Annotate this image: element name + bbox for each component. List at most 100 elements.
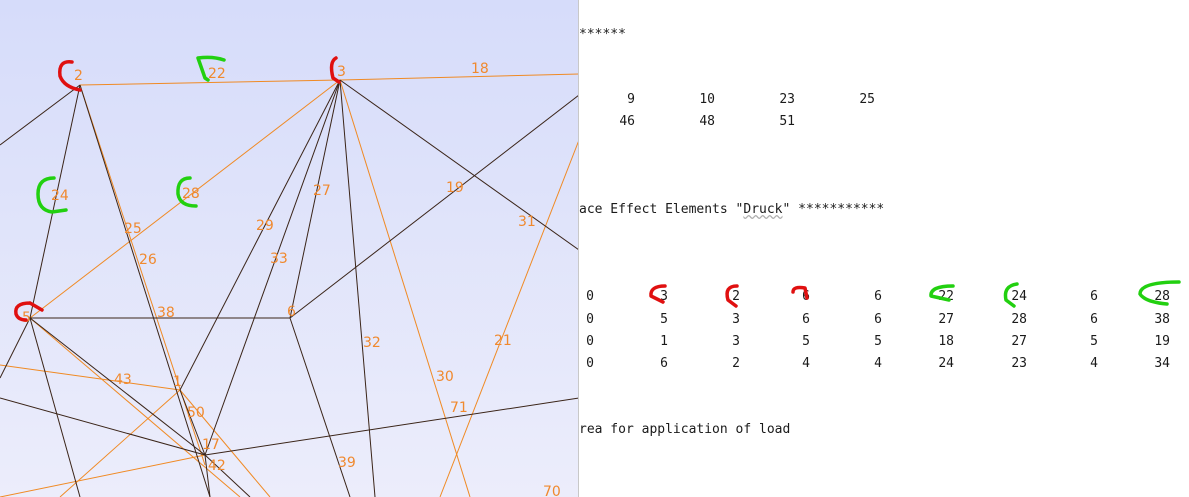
node-label: 29 (256, 218, 274, 234)
mesh-edge (179, 79, 341, 391)
table-cell: 3 (732, 334, 740, 349)
node-label: 17 (202, 437, 220, 453)
number-cell: 51 (779, 114, 795, 129)
table-cell: 28 (1154, 289, 1170, 304)
node-label: 26 (139, 252, 157, 268)
table-cell: 2 (732, 356, 740, 371)
node-label: 24 (51, 188, 69, 204)
pane-divider[interactable] (578, 0, 579, 497)
mesh-edge (179, 389, 271, 497)
table-cell: 5 (660, 312, 668, 327)
green-marker (36, 176, 68, 214)
node-label: 2 (74, 68, 83, 84)
mesh-edge (204, 454, 211, 497)
mesh-edge (339, 79, 471, 497)
table-cell: 23 (1011, 356, 1027, 371)
mesh-edge (0, 454, 206, 497)
mesh-edge (59, 389, 181, 497)
table-cell: 3 (732, 312, 740, 327)
number-cell: 46 (619, 114, 635, 129)
section-title: ace Effect Elements "Druck" *********** (579, 201, 884, 219)
node-label: 32 (363, 335, 381, 351)
node-label: 19 (446, 180, 464, 196)
red-marker (329, 56, 341, 84)
table-cell: 24 (938, 356, 954, 371)
table-cell: 0 (586, 334, 594, 349)
mesh-edge (29, 79, 341, 319)
node-label: 71 (450, 400, 468, 416)
table-cell: 6 (1090, 289, 1098, 304)
table-cell: 4 (1090, 356, 1098, 371)
node-label: 1 (173, 374, 182, 390)
mesh-edge (289, 79, 341, 319)
mesh-edge (289, 317, 351, 497)
table-cell: 5 (1090, 334, 1098, 349)
header-line: ****** (579, 27, 626, 42)
mesh-edge (29, 317, 81, 497)
node-label: 28 (182, 186, 200, 202)
node-label: 31 (518, 214, 536, 230)
node-label: 27 (313, 183, 331, 199)
mesh-edge (29, 317, 206, 456)
table-cell: 5 (874, 334, 882, 349)
node-label: 39 (338, 455, 356, 471)
number-cell: 9 (627, 92, 635, 107)
mesh-edge (204, 397, 579, 456)
mesh-edge (289, 94, 579, 319)
node-label: 18 (471, 61, 489, 77)
table-cell: 1 (660, 334, 668, 349)
table-cell: 4 (802, 356, 810, 371)
number-cell: 23 (779, 92, 795, 107)
section-title-prefix: ace Effect Elements " (579, 202, 744, 217)
mesh-edge (439, 139, 579, 497)
table-cell: 0 (586, 312, 594, 327)
table-cell: 6 (1090, 312, 1098, 327)
mesh-edge (0, 364, 181, 391)
spellcheck-word: Druck (743, 202, 783, 217)
red-marker (14, 301, 44, 322)
number-cell: 10 (699, 92, 715, 107)
mesh-edge (339, 73, 579, 81)
node-label: 33 (270, 251, 288, 267)
mesh-edge (0, 317, 31, 379)
table-cell: 38 (1154, 312, 1170, 327)
mesh-edge (204, 79, 341, 456)
table-cell: 6 (802, 312, 810, 327)
mesh-edge (0, 84, 81, 146)
mesh-edge (179, 389, 206, 456)
red-marker (58, 60, 82, 92)
table-cell: 0 (586, 356, 594, 371)
node-label: 43 (114, 372, 132, 388)
mesh-edge (79, 84, 211, 497)
node-label: 21 (494, 333, 512, 349)
table-cell: 18 (938, 334, 954, 349)
table-cell: 4 (874, 356, 882, 371)
number-cell: 25 (859, 92, 875, 107)
table-cell: 3 (660, 289, 668, 304)
node-label: 38 (157, 305, 175, 321)
table-cell: 19 (1154, 334, 1170, 349)
section-title-suffix: " *********** (782, 202, 885, 217)
footer-line: rea for application of load (579, 422, 791, 437)
table-cell: 27 (938, 312, 954, 327)
mesh-edge (29, 317, 241, 497)
green-marker (176, 176, 198, 208)
node-label: 5 (22, 310, 31, 326)
table-cell: 6 (874, 289, 882, 304)
node-label: 6 (287, 304, 296, 320)
node-label: 42 (208, 458, 226, 474)
mesh-edge (204, 454, 251, 497)
table-cell: 28 (1011, 312, 1027, 327)
table-cell: 22 (938, 289, 954, 304)
mesh-edge (339, 79, 579, 251)
table-cell: 6 (802, 289, 810, 304)
number-cell: 48 (699, 114, 715, 129)
node-label: 50 (187, 405, 205, 421)
table-cell: 6 (660, 356, 668, 371)
green-marker (196, 55, 226, 82)
table-cell: 6 (874, 312, 882, 327)
mesh-edge (339, 79, 376, 497)
